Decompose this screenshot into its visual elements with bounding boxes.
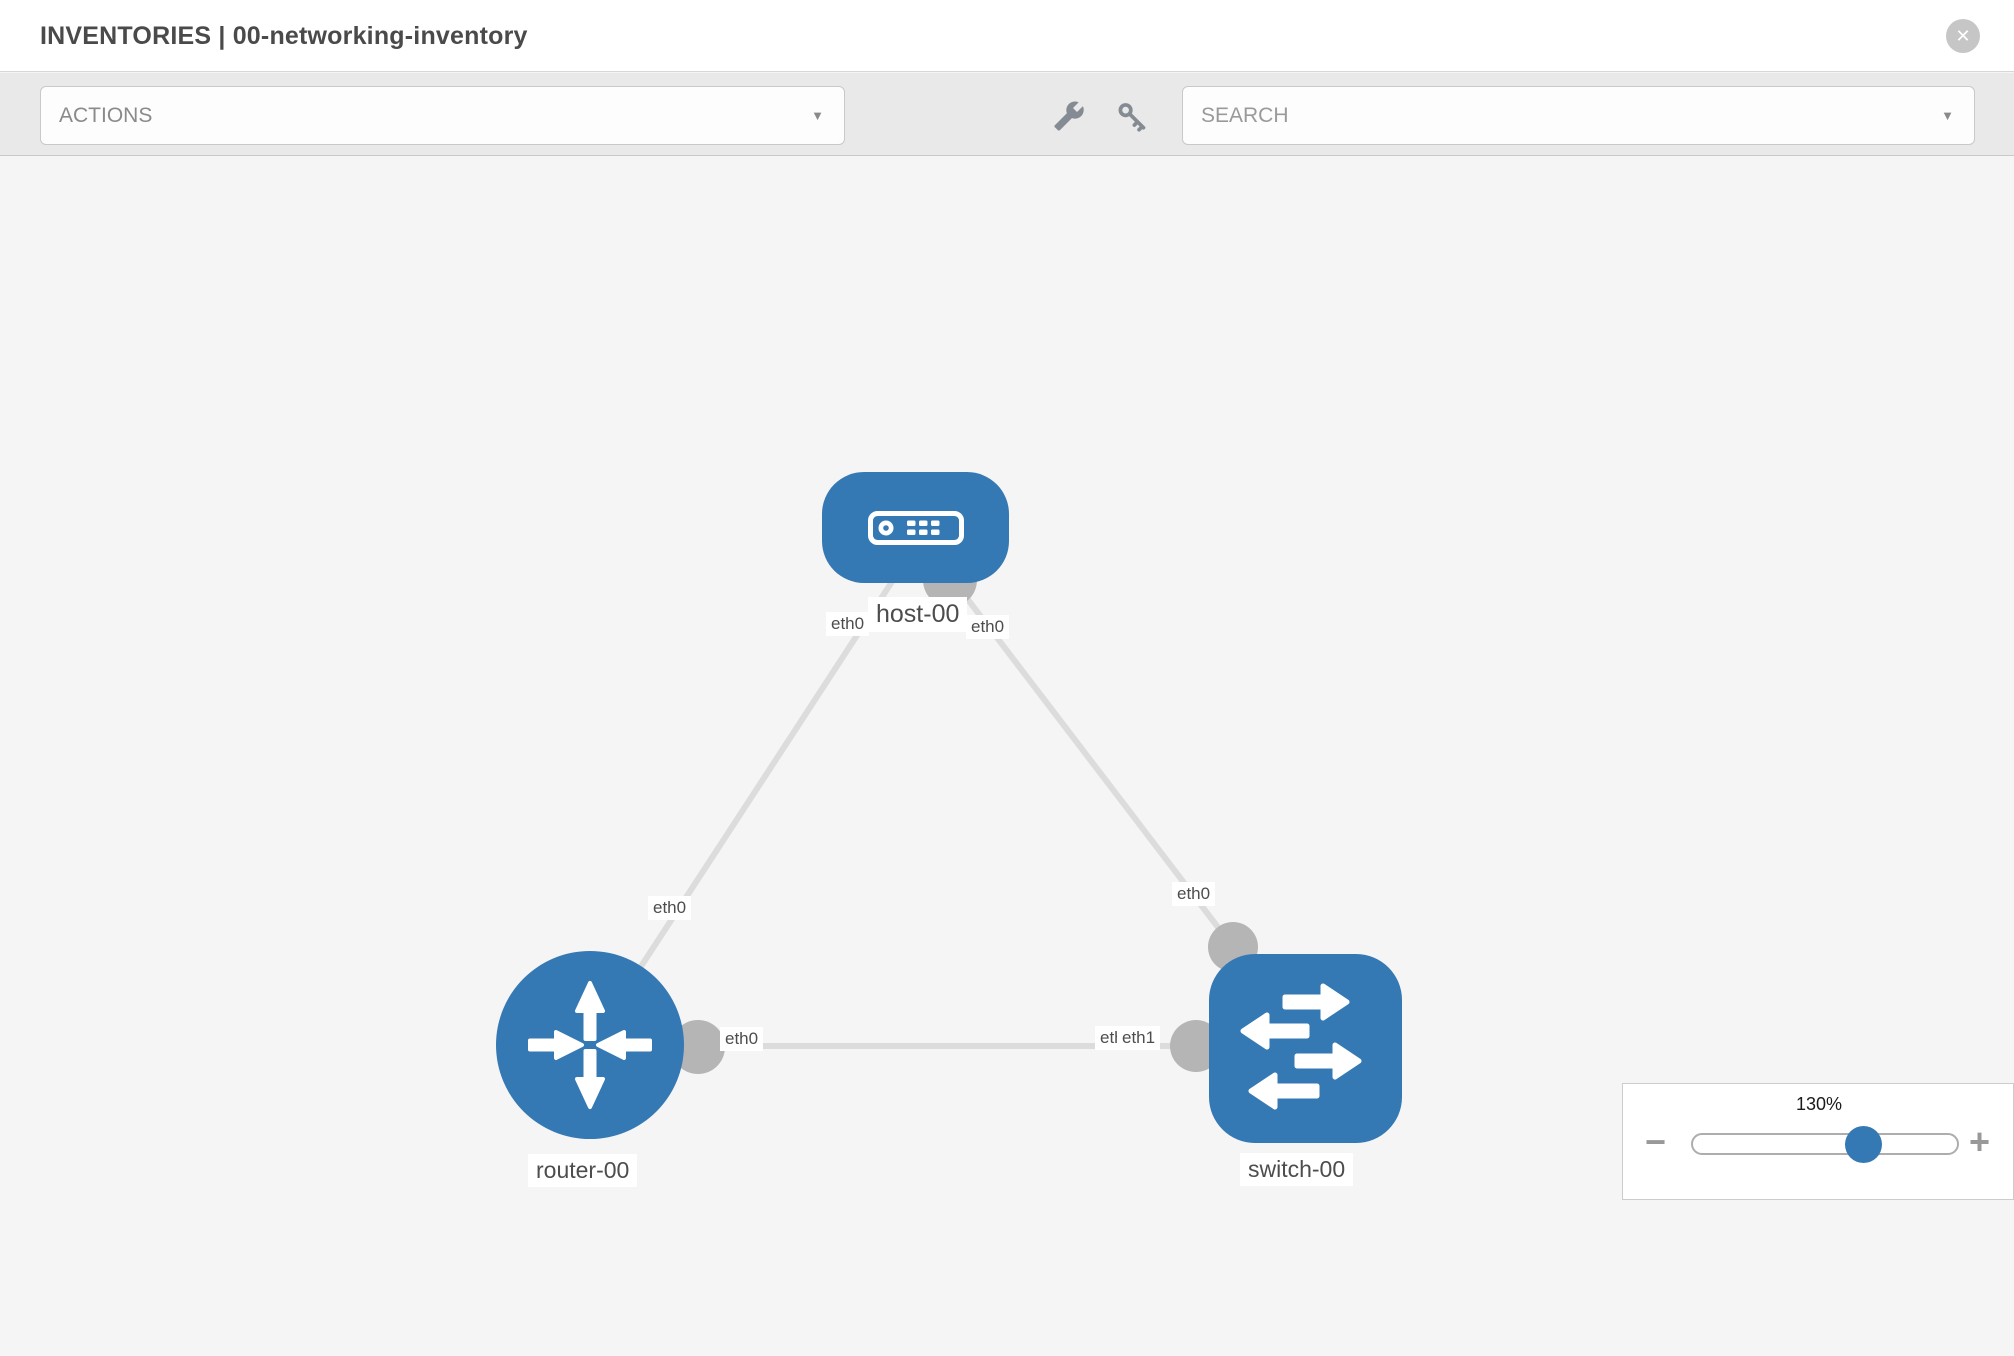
zoom-panel: 130% − + [1622, 1083, 2014, 1200]
actions-dropdown[interactable]: ACTIONS ▼ [40, 86, 845, 145]
router-icon [496, 951, 684, 1139]
switch-icon [1209, 954, 1402, 1143]
topology-canvas[interactable]: eth0 eth0 eth0 eth0 eth0 eth1 eth0 host-… [0, 156, 2014, 1200]
search-input[interactable]: SEARCH ▼ [1182, 86, 1975, 145]
port-label-router-eth0-mid: eth0 [720, 1027, 763, 1051]
node-label-host: host-00 [868, 597, 967, 632]
actions-dropdown-label: ACTIONS [59, 104, 152, 127]
port-label-router-eth0-up: eth0 [648, 896, 691, 920]
server-icon [868, 511, 964, 545]
zoom-in-icon[interactable]: + [1969, 1124, 1990, 1160]
port-label-switch-eth0-top: eth0 [1172, 882, 1215, 906]
inventory-topology-view: INVENTORIES | 00-networking-inventory ✕ … [0, 0, 2014, 1200]
wrench-icon[interactable] [1053, 100, 1085, 132]
node-router-00[interactable] [496, 951, 684, 1139]
node-label-switch: switch-00 [1240, 1153, 1353, 1186]
zoom-slider-handle[interactable] [1845, 1126, 1882, 1163]
key-icon[interactable] [1116, 100, 1148, 132]
node-label-router: router-00 [528, 1154, 637, 1187]
zoom-level-value: 130% [1623, 1094, 2014, 1115]
port-label-host-eth0-left: eth0 [826, 612, 869, 636]
chevron-down-icon: ▼ [1941, 87, 1954, 144]
page-title: INVENTORIES | 00-networking-inventory [40, 0, 528, 72]
node-switch-00[interactable] [1209, 954, 1402, 1143]
chevron-down-icon: ▼ [811, 87, 824, 144]
search-placeholder: SEARCH [1201, 104, 1289, 127]
port-label-switch-eth1: eth1 [1117, 1026, 1160, 1050]
port-label-host-eth0-right: eth0 [966, 615, 1009, 639]
toolbar: ACTIONS ▼ SEARCH ▼ [0, 73, 2014, 156]
zoom-out-icon[interactable]: − [1645, 1124, 1666, 1160]
close-icon[interactable]: ✕ [1946, 19, 1980, 53]
zoom-slider-track[interactable] [1691, 1133, 1959, 1155]
node-host-00[interactable] [822, 472, 1009, 583]
header: INVENTORIES | 00-networking-inventory ✕ [0, 0, 2014, 72]
